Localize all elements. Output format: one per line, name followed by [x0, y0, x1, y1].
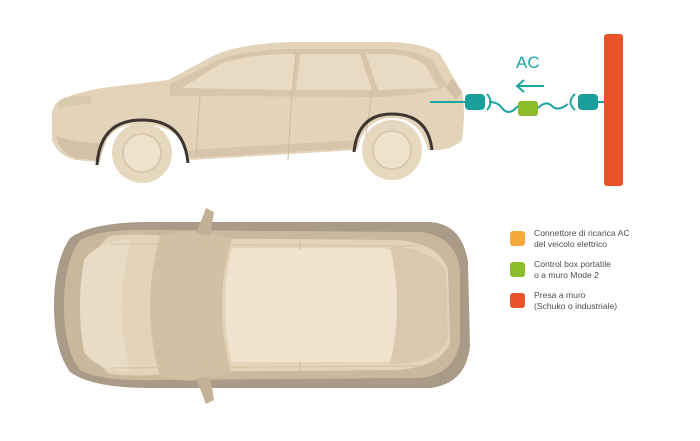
legend-label-line1: Presa a muro [534, 290, 586, 300]
legend-swatch-green [510, 262, 525, 277]
legend-label-line2: (Schuko o industriale) [534, 301, 618, 311]
arrow-left-icon [515, 79, 544, 93]
legend-swatch-orange [510, 231, 525, 246]
control-box [518, 101, 538, 116]
legend-swatch-red [510, 293, 525, 308]
legend-item-wall-socket: Presa a muro (Schuko o industriale) [510, 290, 690, 312]
legend-label: Connettore di ricarica AC del veicolo el… [534, 228, 630, 250]
legend-label-line2: o a muro Mode 2 [534, 270, 599, 280]
ev-connector-plug [465, 94, 485, 110]
legend-label-line1: Connettore di ricarica AC [534, 228, 630, 238]
legend-label-line2: del veicolo elettrico [534, 239, 608, 249]
legend-label: Control box portatile o a muro Mode 2 [534, 259, 611, 281]
legend-item-control-box: Control box portatile o a muro Mode 2 [510, 259, 690, 281]
socket-plug [578, 94, 598, 110]
legend: Connettore di ricarica AC del veicolo el… [510, 228, 690, 321]
legend-label: Presa a muro (Schuko o industriale) [534, 290, 617, 312]
car-side-view [51, 42, 464, 183]
legend-label-line1: Control box portatile [534, 259, 611, 269]
charging-cable-assembly: AC [430, 34, 623, 186]
wall-socket-bar [604, 34, 623, 186]
car-top-view [54, 208, 470, 404]
legend-item-ev-connector: Connettore di ricarica AC del veicolo el… [510, 228, 690, 250]
ac-label: AC [516, 53, 540, 72]
